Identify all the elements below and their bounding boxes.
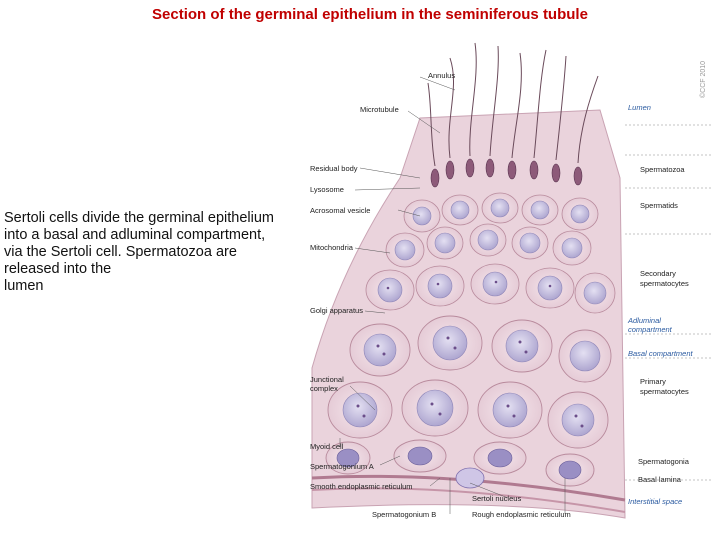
label-secondary-2: spermatocytes	[640, 279, 689, 288]
label-interstitial-space: Interstitial space	[628, 497, 682, 506]
epithelium-svg: Annulus Microtubule Residual body Lysoso…	[300, 38, 712, 528]
label-myoid-cell: Myoid cell	[310, 442, 344, 451]
label-microtubule: Microtubule	[360, 105, 399, 114]
label-annulus: Annulus	[428, 71, 455, 80]
label-lumen: Lumen	[628, 103, 651, 112]
label-golgi: Golgi apparatus	[310, 306, 363, 315]
label-acrosomal-vesicle: Acrosomal vesicle	[310, 206, 370, 215]
label-spermatogonium-b: Spermatogonium B	[372, 510, 436, 519]
label-junctional-1: Junctional	[310, 375, 344, 384]
label-primary-2: spermatocytes	[640, 387, 689, 396]
label-spermatogonium-a: Spermatogonium A	[310, 462, 374, 471]
label-residual-body: Residual body	[310, 164, 358, 173]
label-smooth-er: Smooth endoplasmic reticulum	[310, 482, 413, 491]
label-adluminal-2: compartment	[628, 325, 673, 334]
label-basal-compartment: Basal compartment	[628, 349, 694, 358]
label-spermatids: Spermatids	[640, 201, 678, 210]
label-primary-1: Primary	[640, 377, 666, 386]
label-junctional-2: complex	[310, 384, 338, 393]
label-spermatogonia: Spermatogonia	[638, 457, 690, 466]
label-basal-lamina: Basal lamina	[638, 475, 682, 484]
epithelium-illustration: Annulus Microtubule Residual body Lysoso…	[300, 38, 712, 528]
label-lysosome: Lysosome	[310, 185, 344, 194]
sertoli-nucleus	[456, 468, 484, 488]
caption-text: Sertoli cells divide the germinal epithe…	[4, 210, 284, 295]
label-sertoli-nucleus: Sertoli nucleus	[472, 494, 521, 503]
copyright-text: ©CCF 2010	[699, 61, 707, 98]
label-mitochondria: Mitochondria	[310, 243, 354, 252]
label-rough-er: Rough endoplasmic reticulum	[472, 510, 571, 519]
right-markers	[625, 125, 712, 480]
label-spermatozoa: Spermatozoa	[640, 165, 685, 174]
label-secondary-1: Secondary	[640, 269, 676, 278]
label-adluminal-1: Adluminal	[627, 316, 661, 325]
slide-title: Section of the germinal epithelium in th…	[0, 6, 720, 23]
